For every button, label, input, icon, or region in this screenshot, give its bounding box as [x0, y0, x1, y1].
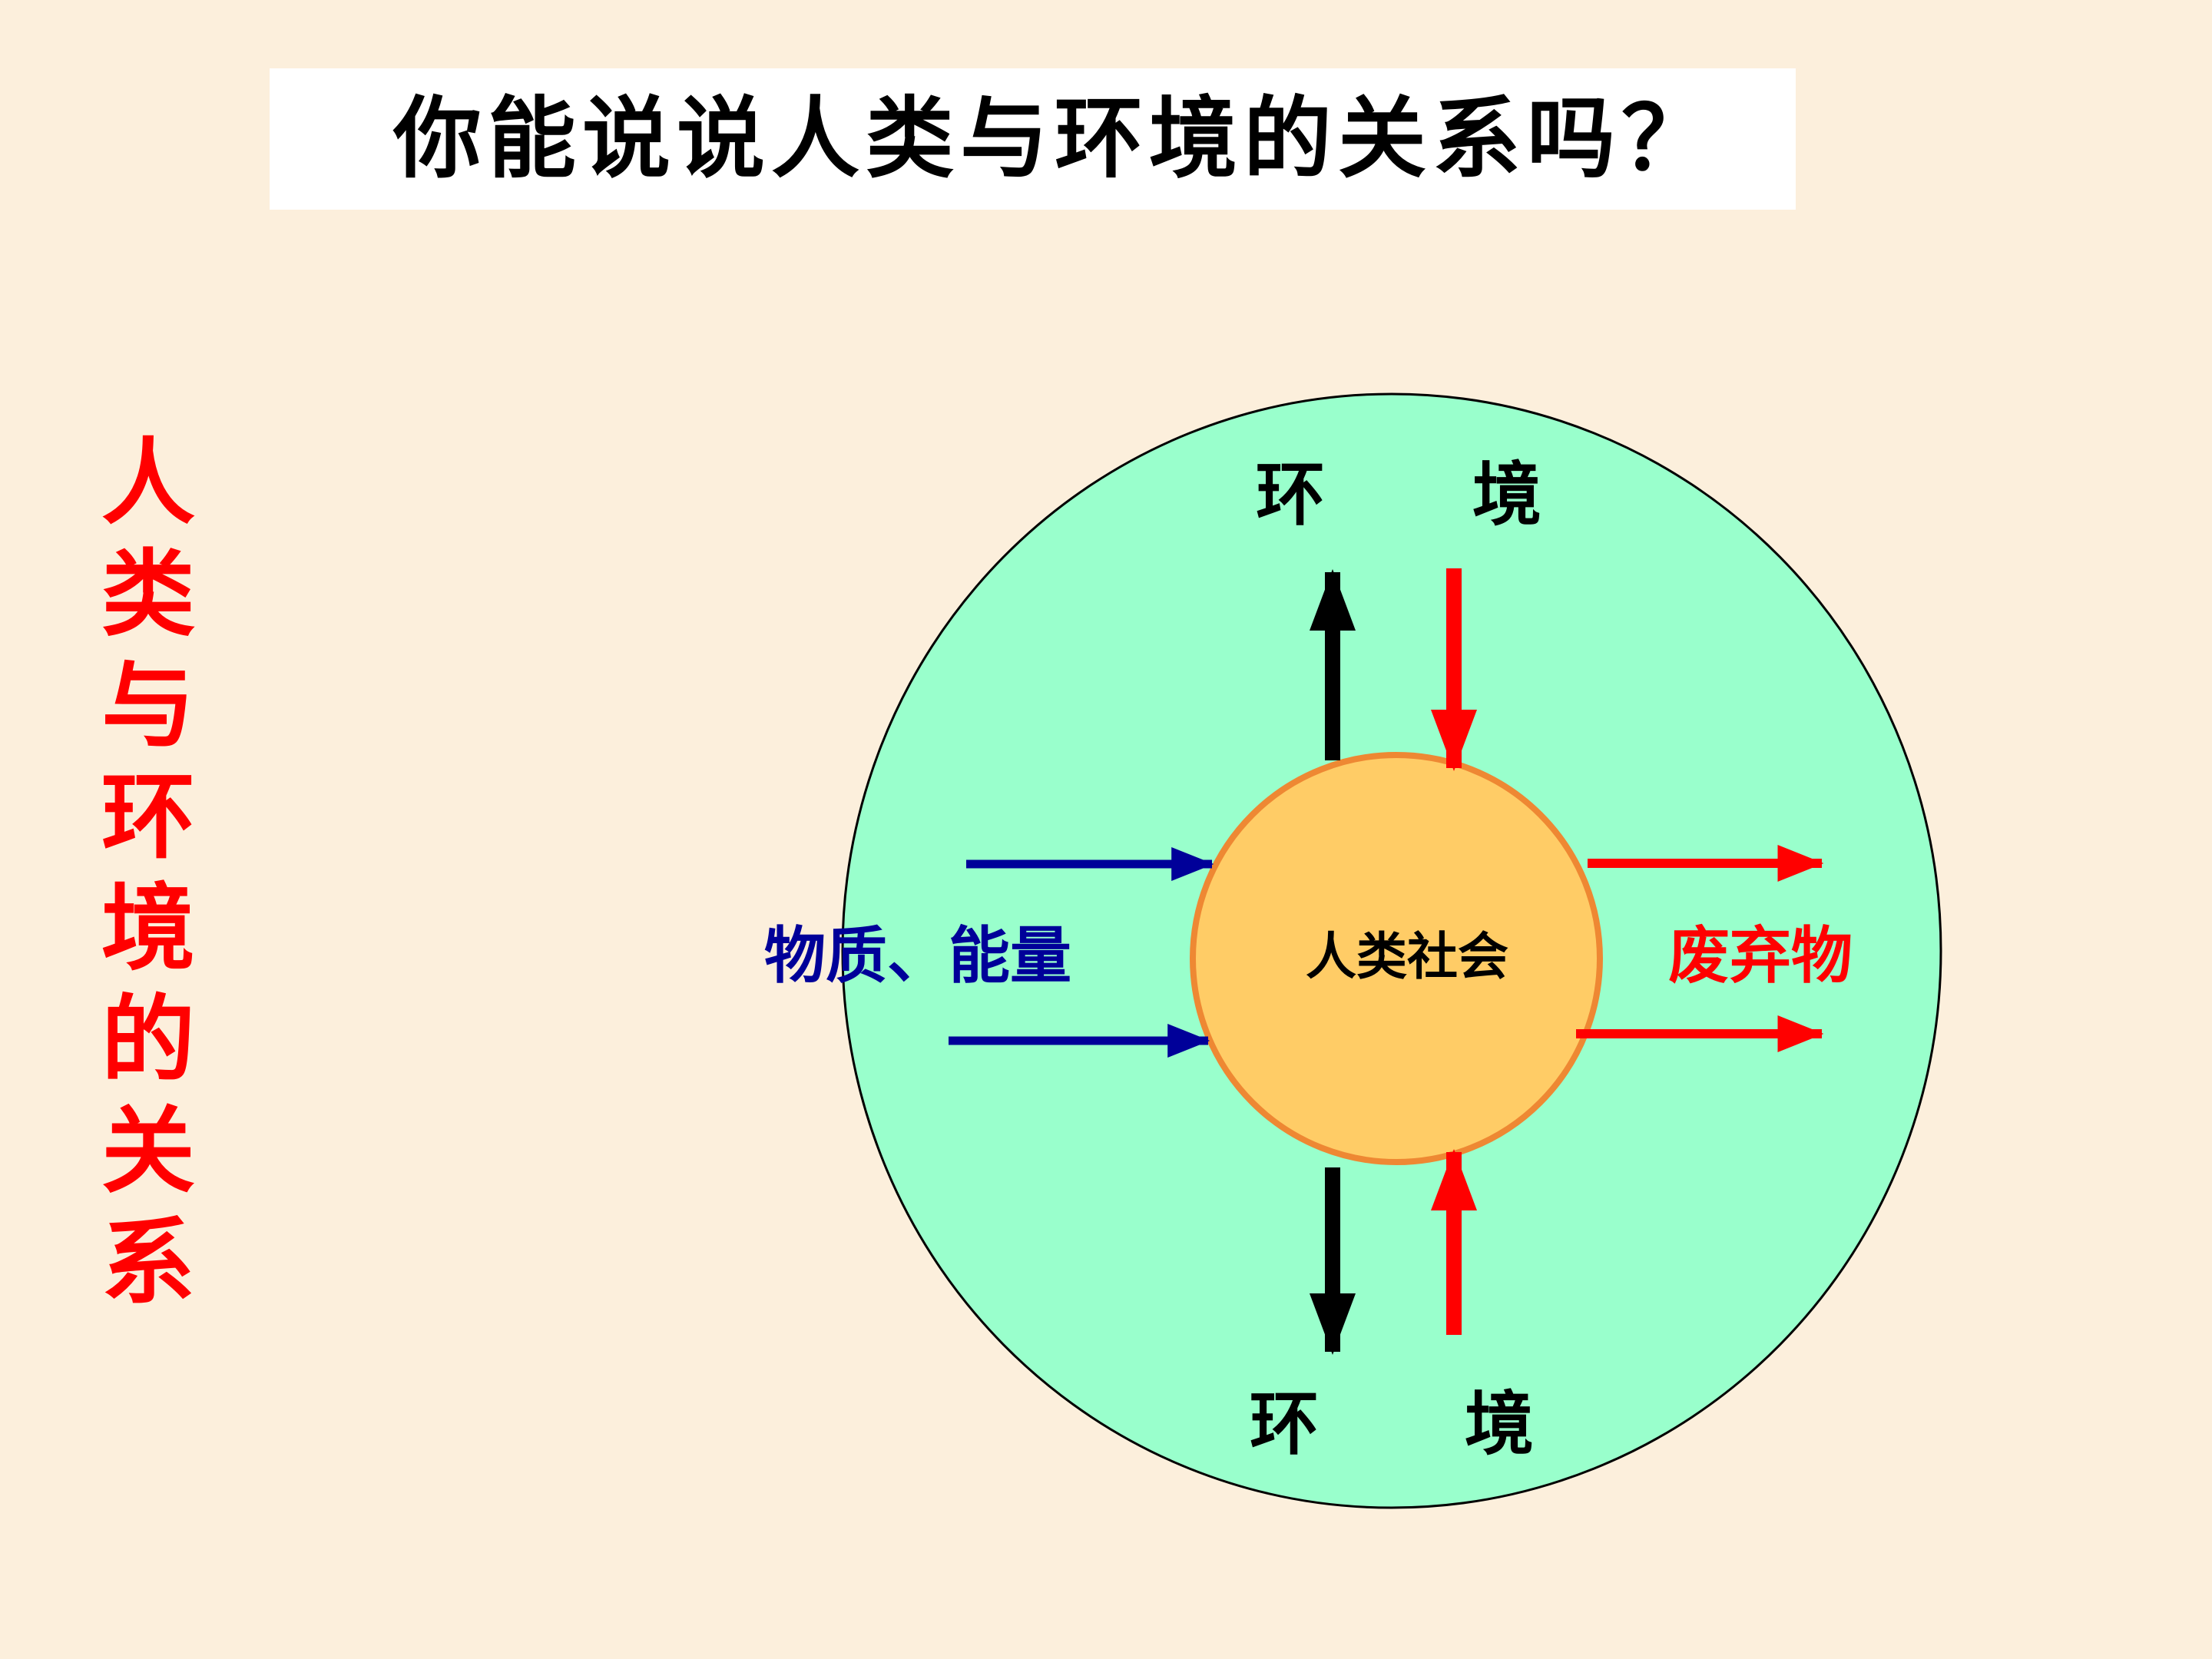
side-title: 人类与环境的关系	[101, 427, 195, 1317]
center-label: 人类社会	[1306, 926, 1508, 986]
output-label: 废弃物	[1668, 919, 1853, 992]
input-label: 物质、能量	[764, 919, 1071, 992]
human-society-circle	[1190, 752, 1603, 1165]
top-label-jing: 境	[1472, 454, 1541, 535]
bottom-label-huan: 环	[1250, 1383, 1319, 1465]
page-title: 你能说说人类与环境的关系吗？	[393, 87, 1717, 190]
bottom-label-jing: 境	[1465, 1383, 1534, 1465]
top-label-huan: 环	[1256, 454, 1325, 535]
title-box: 你能说说人类与环境的关系吗？	[270, 68, 1796, 210]
